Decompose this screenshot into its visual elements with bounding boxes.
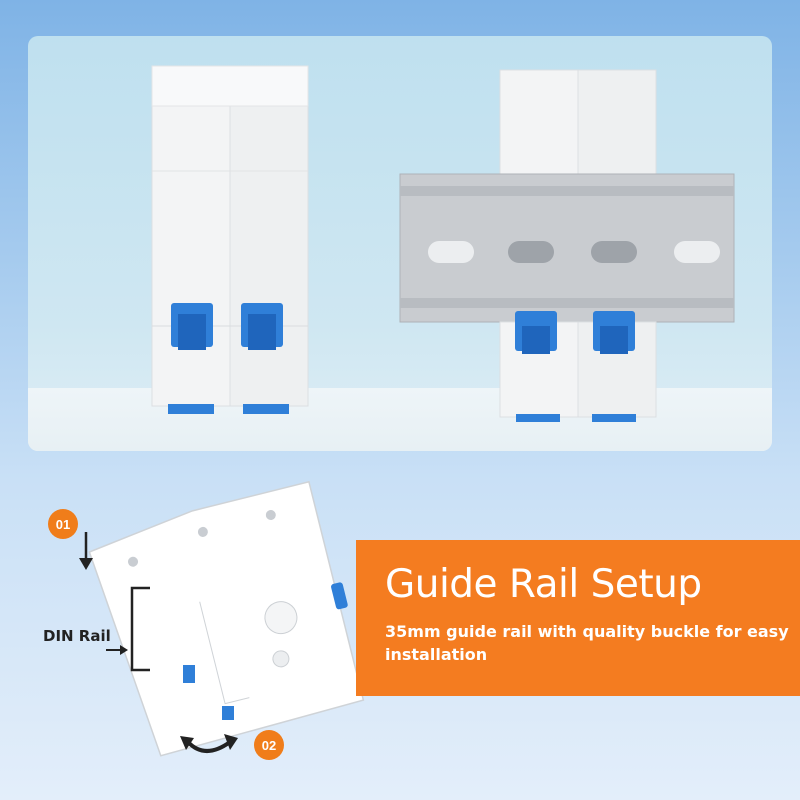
feature-banner <box>356 540 800 696</box>
rotate-arrow-icon <box>186 740 232 753</box>
din-rail-bracket <box>130 586 150 672</box>
product-photo-panel <box>28 36 772 451</box>
step-2-badge: 02 <box>254 730 284 760</box>
banner-description: 35mm guide rail with quality buckle for … <box>385 622 789 664</box>
banner-title: Guide Rail Setup <box>385 562 702 607</box>
breaker-photo-illustration <box>151 65 735 422</box>
installation-diagram <box>0 470 800 800</box>
step-1-badge: 01 <box>48 509 78 539</box>
tilted-breaker <box>88 480 365 757</box>
left-breaker <box>151 65 309 414</box>
right-breaker-on-rail <box>399 69 735 422</box>
breaker-outline-illustration <box>79 480 365 757</box>
din-rail-label: DIN Rail <box>43 627 111 645</box>
